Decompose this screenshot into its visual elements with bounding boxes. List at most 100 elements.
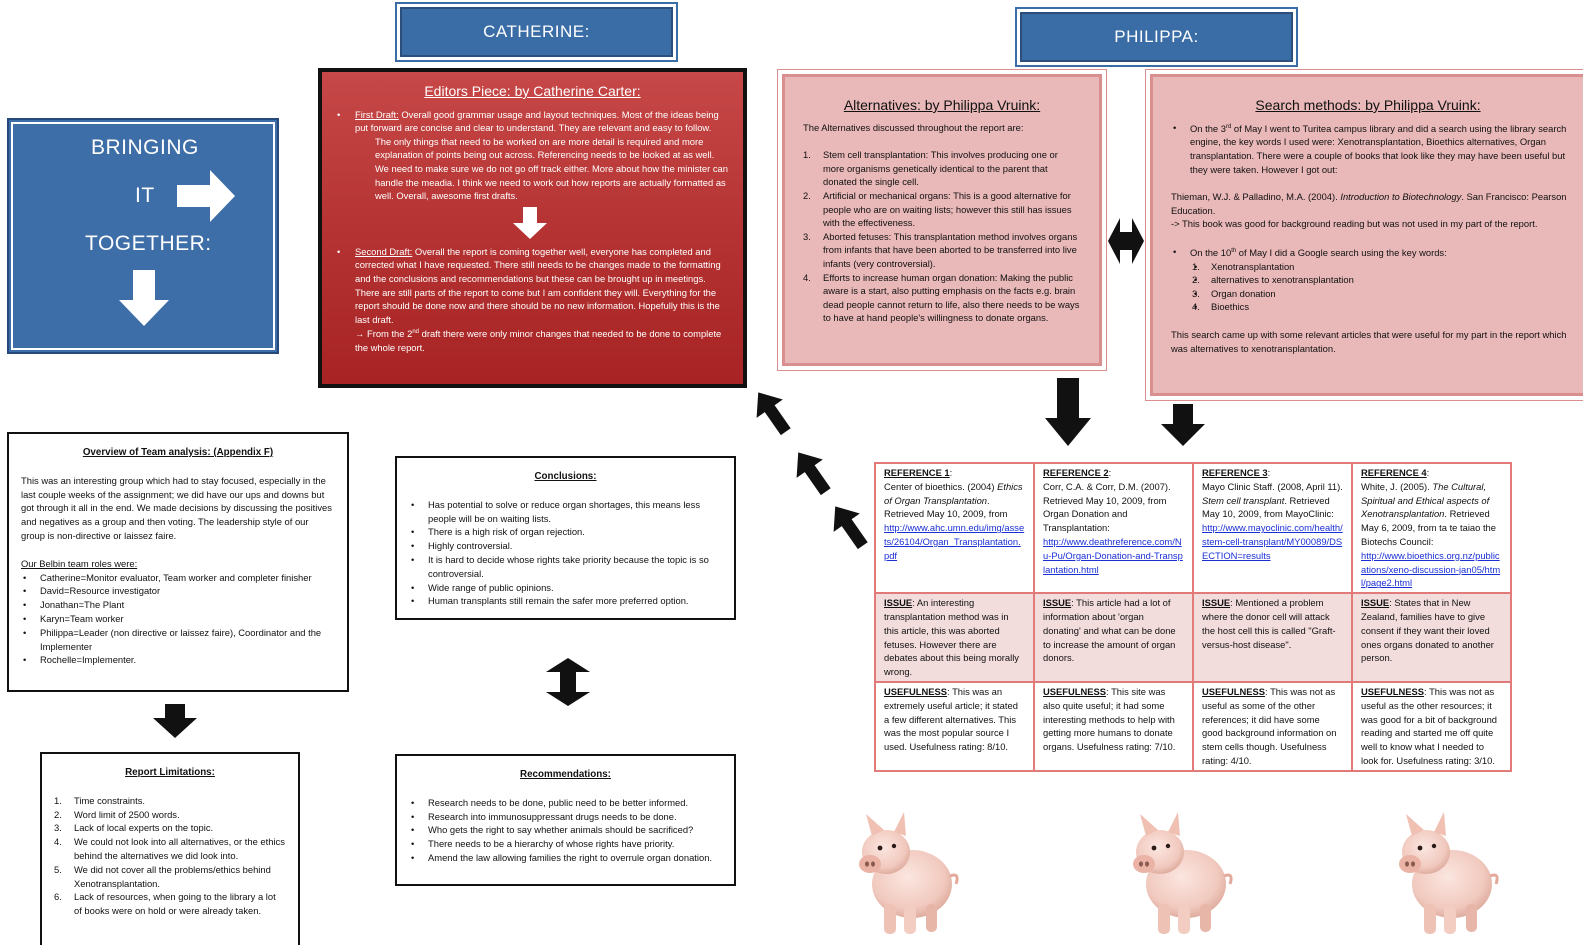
recommendation-item: Amend the law allowing families the righ… [409,851,722,865]
recommendation-item: Research needs to be done, public need t… [409,796,722,810]
references-table: REFERENCE 1:Center of bioethics. (2004) … [874,461,1512,772]
usefulness-cell: USEFULNESS: This was an extremely useful… [874,680,1035,772]
team-analysis-paragraph: This was an interesting group which had … [21,474,332,541]
issue-cell: ISSUE: Mentioned a problem where the don… [1192,592,1353,683]
limitation-item: 1.Time constraints. [54,794,146,806]
search-citation: Thieman, W.J. & Palladino, M.A. (2004). … [1171,191,1567,216]
references-issue-row: ISSUE: An interesting transplantation me… [874,592,1512,683]
limitation-item: 4.We could not look into all alternative… [54,836,285,861]
reference-link[interactable]: http://www.bioethics.org.nz/publications… [1361,549,1501,589]
belbin-roles-list: Catherine=Monitor evaluator, Team worker… [21,571,335,668]
double-arrow-vertical-icon [546,658,590,706]
reference-label: REFERENCE 4 [1361,467,1427,478]
reference-cell: REFERENCE 2:Corr, C.A. & Corr, D.M. (200… [1033,461,1194,595]
arrow-up-left-icon [825,500,873,552]
conclusions-list: Has potential to solve or reduce organ s… [409,498,722,608]
references-citation-row: REFERENCE 1:Center of bioethics. (2004) … [874,461,1512,595]
conclusion-item: Has potential to solve or reduce organ s… [409,498,722,526]
team-analysis-panel: Overview of Team analysis: (Appendix F) … [7,432,349,692]
reference-cell: REFERENCE 4:White, J. (2005). The Cultur… [1351,461,1512,595]
arrow-down-icon [1161,404,1205,446]
first-draft-detail: The only things that need to be worked o… [375,135,728,202]
belbin-role-item: Philippa=Leader (non directive or laisse… [21,626,335,654]
conclusion-item: Human transplants still remain the safer… [409,594,722,608]
arrow-down-icon [1045,378,1091,446]
conclusion-item: Wide range of public opinions. [409,581,722,595]
reference-label: REFERENCE 1 [884,467,950,478]
first-draft-item: First Draft: Overall good grammar usage … [324,108,729,135]
search-keywords-list: 1.Xenotransplantation2.alternatives to x… [1192,260,1571,314]
alternative-item: 1.Stem cell transplantation: This involv… [803,149,1058,188]
alternatives-intro: The Alternatives discussed throughout th… [803,121,1024,133]
search-library-item: On the 3rd of May I went to Turitea camp… [1171,121,1571,177]
limitation-item: 3.Lack of local experts on the topic. [54,822,214,834]
report-limitations-list: 1.Time constraints. 2.Word limit of 2500 … [54,794,286,918]
belbin-role-item: Jonathan=The Plant [21,598,335,612]
piglet-image [1392,806,1504,938]
second-draft-note: → From the 2nd draft there were only min… [355,328,722,354]
recommendations-list: Research needs to be done, public need t… [409,796,722,865]
editors-piece-panel: Editors Piece: by Catherine Carter: Firs… [318,68,747,388]
bringing-line-2: IT [135,184,155,207]
conclusion-item: It is hard to decide whose rights take p… [409,553,722,581]
bringing-it-together-panel: BRINGING IT TOGETHER: [7,118,279,354]
alternative-item: 4.Efforts to increase human organ donati… [803,271,1080,324]
double-arrow-horizontal-icon [1108,218,1144,264]
editor-arrow-down-icon [513,206,729,239]
alternative-item: 3.Aborted fetuses: This transplantation … [803,230,1078,269]
arrow-up-left-icon [788,446,836,498]
keyword-item: 3.Organ donation [1192,287,1571,301]
references-usefulness-row: USEFULNESS: This was an extremely useful… [874,680,1512,772]
issue-cell: ISSUE: States that in New Zealand, famil… [1351,592,1512,683]
issue-cell: ISSUE: An interesting transplantation me… [874,592,1035,683]
usefulness-cell: USEFULNESS: This was not as useful as so… [1192,680,1353,772]
piglet-image [1126,806,1238,938]
philippa-name-tag: PHILIPPA: [1015,7,1298,67]
search-closing: This search came up with some relevant a… [1171,328,1567,354]
recommendation-item: There needs to be a hierarchy of whose r… [409,837,722,851]
reference-cell: REFERENCE 3:Mayo Clinic Staff. (2008, Ap… [1192,461,1353,595]
reference-label: REFERENCE 3 [1202,467,1268,478]
recommendation-item: Who gets the right to say whether animal… [409,823,722,837]
catherine-name-tag: CATHERINE: [395,2,678,62]
belbin-role-item: David=Resource investigator [21,584,335,598]
keyword-item: 2.alternatives to xenotransplantation [1192,273,1571,287]
search-methods-title: Search methods: by Philippa Vruink: [1255,97,1481,113]
usefulness-cell: USEFULNESS: This site was also quite use… [1033,680,1194,772]
second-draft-item: Second Draft: Overall the report is comi… [324,245,729,355]
alternatives-title: Alternatives: by Philippa Vruink: [843,97,1041,113]
keyword-item: 1.Xenotransplantation [1192,260,1571,274]
search-note: -> This book was good for background rea… [1171,218,1538,230]
alternatives-list: 1.Stem cell transplantation: This involv… [803,148,1081,325]
conclusions-title: Conclusions: [534,471,597,482]
reference-link[interactable]: http://www.deathreference.com/Nu-Pu/Orga… [1043,535,1183,575]
reference-label: REFERENCE 2 [1043,467,1109,478]
belbin-role-item: Karyn=Team worker [21,612,335,626]
report-limitations-title: Report Limitations: [125,767,215,778]
report-limitations-panel: Report Limitations: 1.Time constraints. 2… [40,752,300,945]
belbin-role-item: Catherine=Monitor evaluator, Team worker… [21,571,335,585]
recommendation-item: Research into immunosuppressant drugs ne… [409,810,722,824]
recommendations-panel: Recommendations: Research needs to be do… [395,754,736,886]
reference-link[interactable]: http://www.mayoclinic.com/health/stem-ce… [1202,522,1343,561]
search-google-item: On the 10th of May I did a Google search… [1171,245,1571,314]
alternatives-panel: Alternatives: by Philippa Vruink: The Al… [777,69,1107,371]
arrow-up-left-icon [748,386,796,438]
catherine-name-label: CATHERINE: [483,22,590,41]
issue-cell: ISSUE: This article had a lot of informa… [1033,592,1194,683]
limitation-item: 2.Word limit of 2500 words. [54,808,180,820]
limitation-item: 5.We did not cover all the problems/ethi… [54,863,271,889]
piglet-image [852,806,964,938]
usefulness-cell: USEFULNESS: This was not as useful as th… [1351,680,1512,772]
reference-link[interactable]: http://www.ahc.umn.edu/img/assets/26104/… [884,522,1025,561]
recommendations-title: Recommendations: [520,769,611,780]
keyword-item: 4.Bioethics [1192,300,1571,314]
arrow-right-icon [177,170,235,222]
conclusion-item: There is a high risk of organ rejection. [409,525,722,539]
limitation-item: 6.Lack of resources, when going to the l… [54,891,276,917]
arrow-down-icon [153,704,197,738]
conclusions-panel: Conclusions: Has potential to solve or r… [395,456,736,620]
bringing-line-3: TOGETHER: [85,232,212,255]
belbin-roles-heading: Our Belbin team roles were: [21,557,138,569]
reference-cell: REFERENCE 1:Center of bioethics. (2004) … [874,461,1035,595]
